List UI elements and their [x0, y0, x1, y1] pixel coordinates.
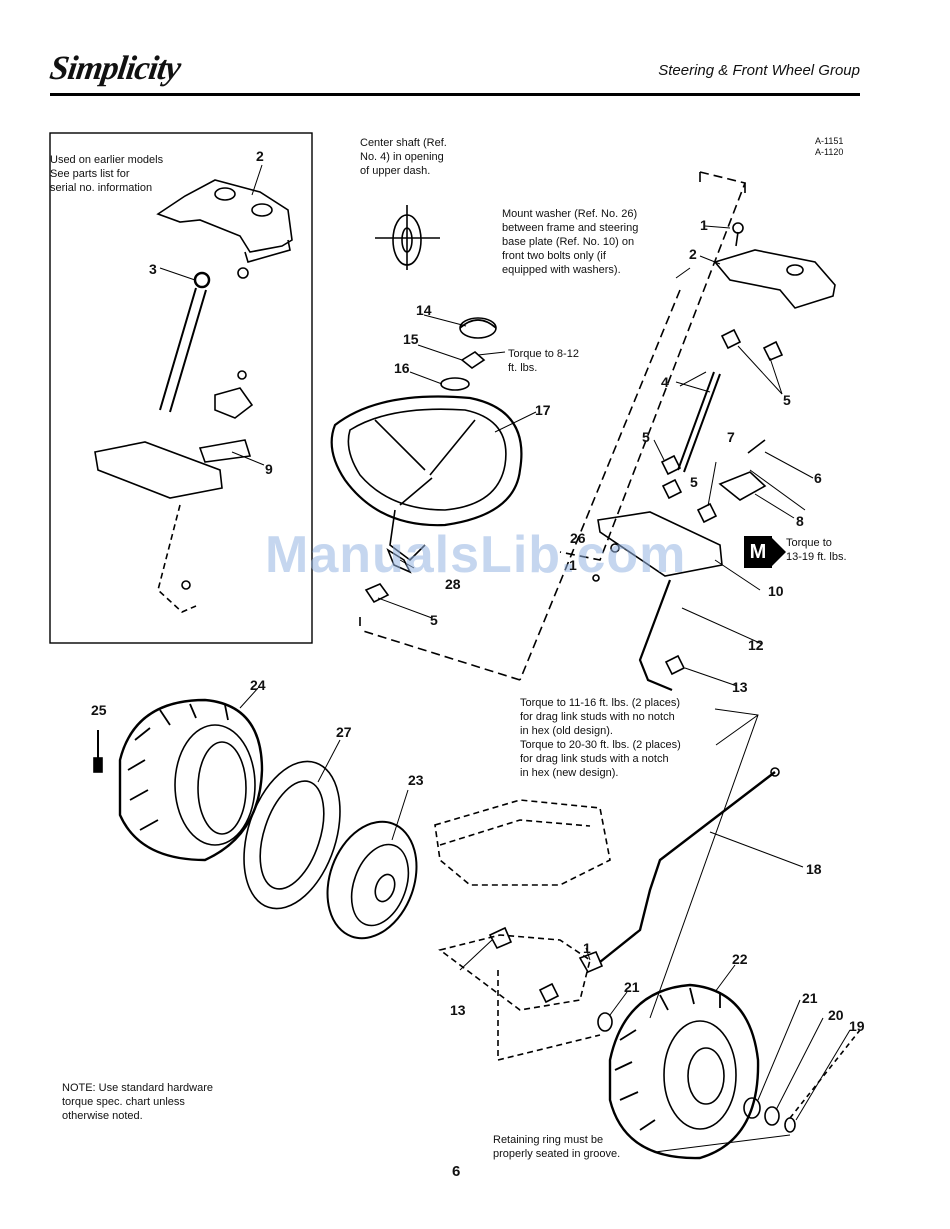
callout-7: 7: [727, 429, 735, 445]
callout-20: 20: [828, 1007, 844, 1023]
callout-10: 10: [768, 583, 784, 599]
column-frame: [359, 171, 747, 681]
page-number: 6: [452, 1163, 461, 1180]
inner-tube: [243, 760, 341, 910]
note-mount-washer: Mount washer (Ref. No. 26) between frame…: [502, 208, 639, 276]
callout-2: 2: [256, 148, 264, 164]
callout-9: 9: [265, 461, 273, 477]
header-rule: [50, 93, 860, 96]
axle-frame: [434, 799, 611, 886]
callout-5: 5: [690, 474, 698, 490]
steering-wheel: [330, 395, 523, 527]
note-torque-8-12: Torque to 8-12 ft. lbs.: [508, 348, 579, 374]
callout-17: 17: [535, 402, 551, 418]
callout-21: 21: [802, 990, 818, 1006]
callout-16: 16: [394, 360, 410, 376]
callout-22: 22: [732, 951, 748, 967]
callout-25: 25: [91, 702, 107, 718]
callout-26: 26: [570, 530, 586, 546]
note-drag-link: Torque to 11-16 ft. lbs. (2 places) for …: [520, 697, 681, 779]
note-retaining-ring: Retaining ring must be properly seated i…: [493, 1134, 621, 1160]
note-center-shaft: Center shaft (Ref. No. 4) in opening of …: [360, 137, 447, 177]
note-torque-13-19: Torque to 13-19 ft. lbs.: [786, 537, 847, 563]
callout-1: 1: [700, 217, 708, 233]
tie-rod: [599, 771, 776, 963]
steering-shaft: [677, 371, 721, 473]
callout-21: 21: [624, 979, 640, 995]
inset-plate: [94, 441, 223, 499]
inset-bracket: [156, 179, 293, 253]
callout-5: 5: [642, 429, 650, 445]
drag-link: [638, 579, 673, 692]
watermark: ManualsLib.com: [265, 526, 687, 584]
inset-shaft: [159, 287, 207, 413]
callout-23: 23: [408, 772, 424, 788]
callout-5: 5: [783, 392, 791, 408]
note-earlier-models: Used on earlier models See parts list fo…: [50, 154, 164, 194]
callout-3: 3: [149, 261, 157, 277]
callout-28: 28: [445, 576, 461, 592]
maintenance-mark: M: [744, 536, 786, 568]
callout-14: 14: [416, 302, 432, 318]
section-title: Steering & Front Wheel Group: [658, 62, 860, 79]
earlier-models-inset: [49, 132, 313, 644]
ref-codes: A-1151 A-1120: [815, 136, 844, 157]
callout-13: 13: [732, 679, 748, 695]
callout-15: 15: [403, 331, 419, 347]
callout-27: 27: [336, 724, 352, 740]
right-tire: [608, 983, 760, 1160]
callout-13: 13: [450, 1002, 466, 1018]
callout-5: 5: [430, 612, 438, 628]
callout-12: 12: [748, 637, 764, 653]
upper-dash-bracket: [713, 249, 836, 309]
callout-4: 4: [661, 374, 669, 390]
callout-8: 8: [796, 513, 804, 529]
callout-1: 1: [583, 940, 591, 956]
callout-6: 6: [814, 470, 822, 486]
callout-18: 18: [806, 861, 822, 877]
callout-1: 1: [569, 557, 577, 573]
callout-19: 19: [849, 1018, 865, 1034]
note-hardware: NOTE: Use standard hardware torque spec.…: [62, 1082, 214, 1122]
left-tire: [118, 698, 264, 862]
callout-24: 24: [250, 677, 266, 693]
callout-2: 2: [689, 246, 697, 262]
wheel-rim: [326, 820, 418, 940]
